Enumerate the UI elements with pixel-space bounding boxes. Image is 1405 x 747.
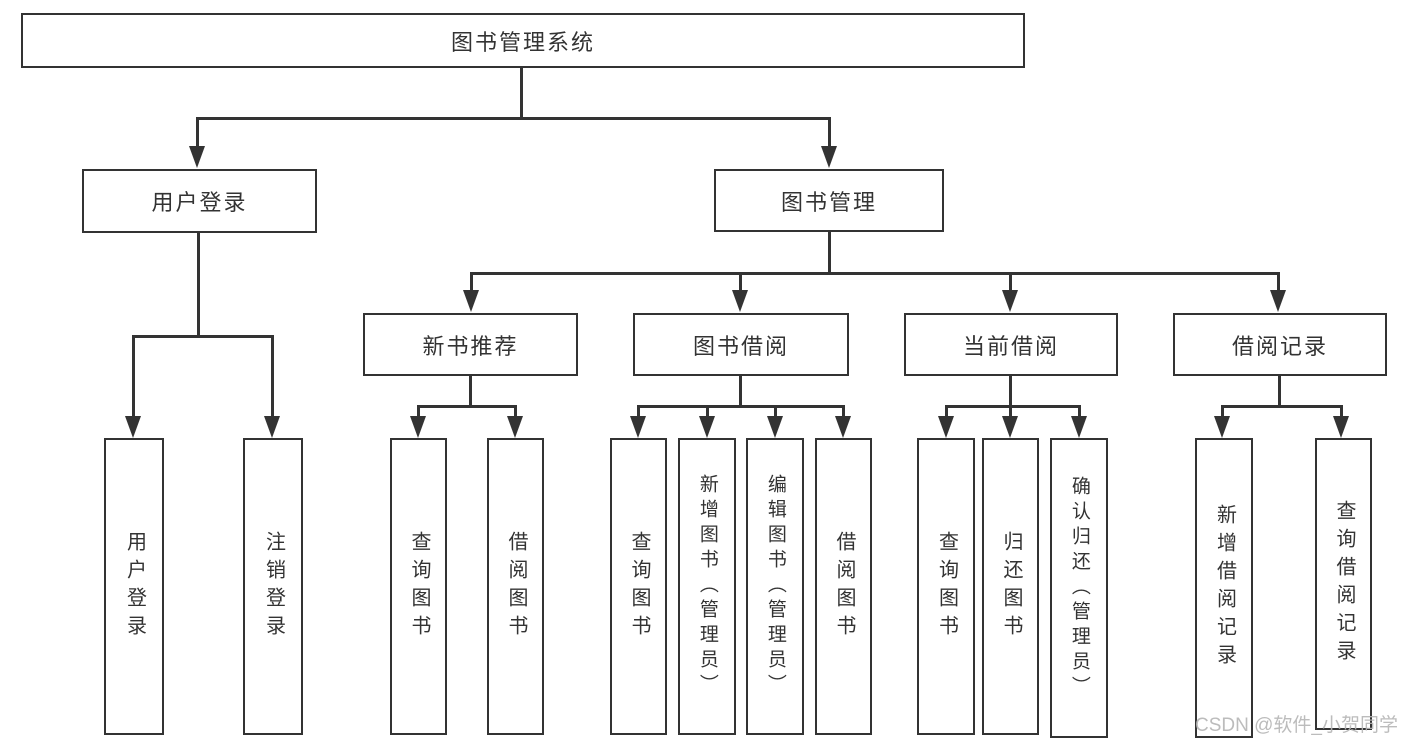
leaf-borrow-books-2: 借阅图书 <box>815 438 872 735</box>
leaf-edit-book-admin-label: 编辑图书（管理员） <box>764 474 786 699</box>
leaf-user-login: 用户登录 <box>104 438 164 735</box>
arrowhead-to-query-books-3 <box>938 416 954 438</box>
node-book-borrow: 图书借阅 <box>633 313 849 376</box>
arrowhead-to-borrow-records <box>1270 290 1286 312</box>
node-new-books: 新书推荐 <box>363 313 578 376</box>
leaf-query-books-2: 查询图书 <box>610 438 667 735</box>
leaf-borrow-books-1: 借阅图书 <box>487 438 544 735</box>
arrowhead-to-book-mgmt <box>821 146 837 168</box>
arrowhead-to-leaf-logout <box>264 416 280 438</box>
conn-new-books-stem <box>469 376 472 408</box>
leaf-query-books-3-label: 查询图书 <box>935 530 958 643</box>
leaf-add-book-admin-label: 新增图书（管理员） <box>696 474 718 699</box>
node-current-borrow-label: 当前借阅 <box>962 333 1059 359</box>
conn-book-borrow-stem <box>739 376 742 408</box>
leaf-add-borrow-record-label: 新增借阅记录 <box>1213 504 1236 672</box>
conn-l3-shaft-4 <box>1277 272 1280 292</box>
leaf-add-borrow-record: 新增借阅记录 <box>1195 438 1253 738</box>
leaf-query-books-1-label: 查询图书 <box>408 530 430 643</box>
leaf-confirm-return-admin: 确认归还（管理员） <box>1050 438 1108 738</box>
arrowhead-to-user-login <box>189 146 205 168</box>
conn-root-right-shaft <box>828 117 831 148</box>
arrowhead-to-borrow-books-2 <box>835 416 851 438</box>
leaf-query-books-1: 查询图书 <box>390 438 447 735</box>
arrowhead-to-return-book <box>1002 416 1018 438</box>
node-borrow-records-label: 借阅记录 <box>1231 333 1328 359</box>
leaf-edit-book-admin: 编辑图书（管理员） <box>746 438 804 735</box>
conn-current-borrow-shaft-2 <box>1009 405 1012 418</box>
leaf-query-books-2-label: 查询图书 <box>628 530 650 643</box>
leaf-borrow-books-2-label: 借阅图书 <box>833 530 855 643</box>
leaf-add-book-admin: 新增图书（管理员） <box>678 438 736 735</box>
conn-user-login-stem <box>197 233 200 337</box>
conn-user-login-shaft-2 <box>271 335 274 417</box>
conn-book-borrow-shaft-2 <box>706 405 709 418</box>
arrowhead-to-current-borrow <box>1002 290 1018 312</box>
conn-book-borrow-bar <box>637 405 845 408</box>
conn-l3-shaft-3 <box>1009 272 1012 292</box>
conn-borrow-records-stem <box>1278 376 1281 408</box>
node-user-login-label: 用户登录 <box>151 190 248 215</box>
leaf-return-book: 归还图书 <box>982 438 1039 735</box>
node-book-mgmt: 图书管理 <box>714 169 944 232</box>
leaf-return-book-label: 归还图书 <box>1000 530 1022 643</box>
node-book-mgmt-label: 图书管理 <box>780 189 877 215</box>
arrowhead-to-query-books-1 <box>410 416 426 438</box>
node-book-borrow-label: 图书借阅 <box>692 333 789 359</box>
arrowhead-to-edit-book-admin <box>767 416 783 438</box>
conn-l3-shaft-2 <box>739 272 742 292</box>
arrowhead-to-book-borrow <box>732 290 748 312</box>
leaf-query-borrow-record-label: 查询借阅记录 <box>1333 500 1355 668</box>
conn-current-borrow-bar <box>945 405 1081 408</box>
conn-borrow-records-shaft-2 <box>1340 405 1343 418</box>
node-borrow-records: 借阅记录 <box>1173 313 1387 376</box>
arrowhead-to-query-books-2 <box>630 416 646 438</box>
csdn-watermark: CSDN @软件_小贺同学 <box>1195 715 1398 736</box>
node-root-label: 图书管理系统 <box>450 29 595 55</box>
arrowhead-to-confirm-return <box>1071 416 1087 438</box>
conn-root-stem <box>520 68 523 118</box>
leaf-confirm-return-admin-label: 确认归还（管理员） <box>1068 475 1090 701</box>
conn-current-borrow-shaft-1 <box>945 405 948 418</box>
conn-new-books-shaft-1 <box>417 405 420 418</box>
conn-book-borrow-shaft-1 <box>637 405 640 418</box>
leaf-logout: 注销登录 <box>243 438 303 735</box>
conn-book-borrow-shaft-4 <box>842 405 845 418</box>
conn-borrow-records-bar <box>1221 405 1343 408</box>
conn-new-books-shaft-2 <box>514 405 517 418</box>
conn-borrow-records-shaft-1 <box>1221 405 1224 418</box>
conn-book-mgmt-stem <box>828 232 831 274</box>
arrowhead-to-add-borrow-record <box>1214 416 1230 438</box>
conn-current-borrow-stem <box>1009 376 1012 408</box>
leaf-query-books-3: 查询图书 <box>917 438 975 735</box>
node-user-login: 用户登录 <box>82 169 317 233</box>
conn-current-borrow-shaft-3 <box>1078 405 1081 418</box>
arrowhead-to-query-borrow-record <box>1333 416 1349 438</box>
conn-user-login-bar <box>132 335 274 338</box>
conn-book-borrow-shaft-3 <box>774 405 777 418</box>
node-root: 图书管理系统 <box>21 13 1025 68</box>
leaf-query-borrow-record: 查询借阅记录 <box>1315 438 1372 730</box>
node-current-borrow: 当前借阅 <box>904 313 1118 376</box>
arrowhead-to-leaf-user-login <box>125 416 141 438</box>
arrowhead-to-new-books <box>463 290 479 312</box>
node-new-books-label: 新书推荐 <box>422 333 519 359</box>
conn-root-left-shaft <box>196 117 199 148</box>
conn-root-bar <box>196 117 830 120</box>
leaf-user-login-label: 用户登录 <box>123 530 146 643</box>
conn-l3-shaft-1 <box>470 272 473 292</box>
conn-new-books-bar <box>417 405 517 408</box>
leaf-logout-label: 注销登录 <box>262 530 285 643</box>
conn-user-login-shaft-1 <box>132 335 135 417</box>
leaf-borrow-books-1-label: 借阅图书 <box>505 530 527 643</box>
conn-book-mgmt-bar <box>470 272 1280 275</box>
arrowhead-to-borrow-books-1 <box>507 416 523 438</box>
arrowhead-to-add-book-admin <box>699 416 715 438</box>
